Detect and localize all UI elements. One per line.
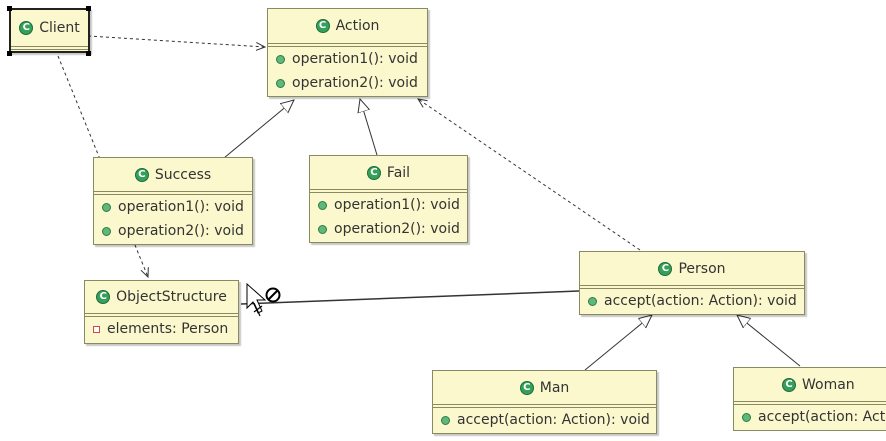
- method-row[interactable]: operation1(): void: [268, 47, 427, 71]
- method-label: operation2(): void: [292, 75, 418, 91]
- class-objectstructure[interactable]: C ObjectStructure elements: Person: [84, 280, 239, 344]
- class-name: Man: [539, 379, 570, 396]
- method-label: accept(action: Act: [758, 409, 886, 425]
- selection-handle[interactable]: [86, 6, 91, 11]
- class-action[interactable]: C Action operation1(): void operation2()…: [267, 8, 428, 97]
- method-row[interactable]: accept(action: Action): void: [433, 408, 656, 432]
- class-divider: [85, 313, 238, 317]
- class-success-header: C Success: [94, 158, 252, 191]
- edge-person-objectstructure[interactable]: [240, 290, 580, 305]
- class-objectstructure-header: C ObjectStructure: [85, 281, 238, 313]
- method-label: accept(action: Action): void: [457, 412, 650, 428]
- public-method-icon: [276, 78, 285, 88]
- class-client-header: C Client: [11, 10, 88, 46]
- class-icon: C: [782, 377, 796, 392]
- class-icon: C: [134, 167, 149, 182]
- no-entry-icon: [265, 287, 281, 303]
- edge-success-action[interactable]: [223, 100, 294, 159]
- class-name: Success: [154, 166, 212, 183]
- class-icon: C: [19, 21, 34, 35]
- class-success[interactable]: C Success operation1(): void operation2(…: [93, 157, 253, 245]
- public-method-icon: [441, 415, 450, 425]
- class-fail-header: C Fail: [310, 156, 467, 189]
- class-divider: [268, 43, 427, 47]
- class-client[interactable]: C Client: [9, 8, 90, 53]
- class-person[interactable]: C Person accept(action: Action): void: [579, 251, 805, 315]
- private-field-icon: [93, 325, 100, 333]
- method-label: operation2(): void: [118, 223, 244, 239]
- edge-client-action[interactable]: [87, 35, 265, 47]
- method-label: accept(action: Action): void: [604, 293, 797, 309]
- method-row[interactable]: operation2(): void: [268, 71, 427, 95]
- edge-person-action[interactable]: [418, 99, 641, 251]
- method-label: operation1(): void: [118, 199, 244, 215]
- class-divider: [734, 401, 886, 405]
- class-name: Fail: [386, 164, 411, 181]
- class-man[interactable]: C Man accept(action: Action): void: [432, 370, 657, 434]
- public-method-icon: [588, 296, 597, 306]
- class-icon: C: [658, 261, 673, 276]
- edge-woman-person[interactable]: [737, 315, 801, 367]
- class-woman[interactable]: C Woman accept(action: Act: [733, 367, 886, 431]
- class-divider: [433, 404, 656, 408]
- selection-handle[interactable]: [7, 51, 12, 56]
- field-row[interactable]: elements: Person: [85, 317, 238, 341]
- class-name: Woman: [802, 376, 855, 393]
- class-action-header: C Action: [268, 9, 427, 43]
- class-name: Client: [39, 20, 80, 36]
- public-method-icon: [102, 202, 111, 212]
- class-divider: [11, 46, 88, 50]
- class-man-header: C Man: [433, 371, 656, 404]
- class-divider: [94, 191, 252, 195]
- field-label: elements: Person: [107, 321, 229, 337]
- method-label: operation1(): void: [334, 197, 460, 213]
- method-row[interactable]: accept(action: Action): void: [580, 289, 804, 313]
- public-method-icon: [102, 226, 111, 236]
- method-label: operation1(): void: [292, 51, 418, 67]
- class-icon: C: [315, 19, 330, 33]
- selection-handle[interactable]: [7, 6, 12, 11]
- class-fail[interactable]: C Fail operation1(): void operation2(): …: [309, 155, 468, 243]
- method-row[interactable]: operation2(): void: [310, 217, 467, 241]
- class-divider: [310, 189, 467, 193]
- method-row[interactable]: operation1(): void: [310, 193, 467, 217]
- selection-handle[interactable]: [86, 51, 91, 56]
- edge-fail-action[interactable]: [360, 99, 378, 156]
- class-icon: C: [96, 290, 111, 304]
- method-row[interactable]: accept(action: Act: [734, 405, 886, 429]
- class-icon: C: [366, 165, 381, 180]
- class-woman-header: C Woman: [734, 368, 886, 401]
- class-name: Action: [335, 18, 380, 34]
- method-row[interactable]: operation1(): void: [94, 195, 252, 219]
- method-label: operation2(): void: [334, 221, 460, 237]
- class-person-header: C Person: [580, 252, 804, 285]
- move-cursor-icon: [246, 282, 267, 317]
- class-name: Person: [678, 260, 726, 277]
- class-icon: C: [519, 380, 534, 395]
- public-method-icon: [318, 224, 327, 234]
- public-method-icon: [276, 54, 285, 64]
- edge-man-person[interactable]: [584, 315, 652, 371]
- public-method-icon: [318, 200, 327, 210]
- method-row[interactable]: operation2(): void: [94, 219, 252, 243]
- class-divider: [580, 285, 804, 289]
- class-name: ObjectStructure: [116, 289, 227, 305]
- public-method-icon: [742, 412, 751, 422]
